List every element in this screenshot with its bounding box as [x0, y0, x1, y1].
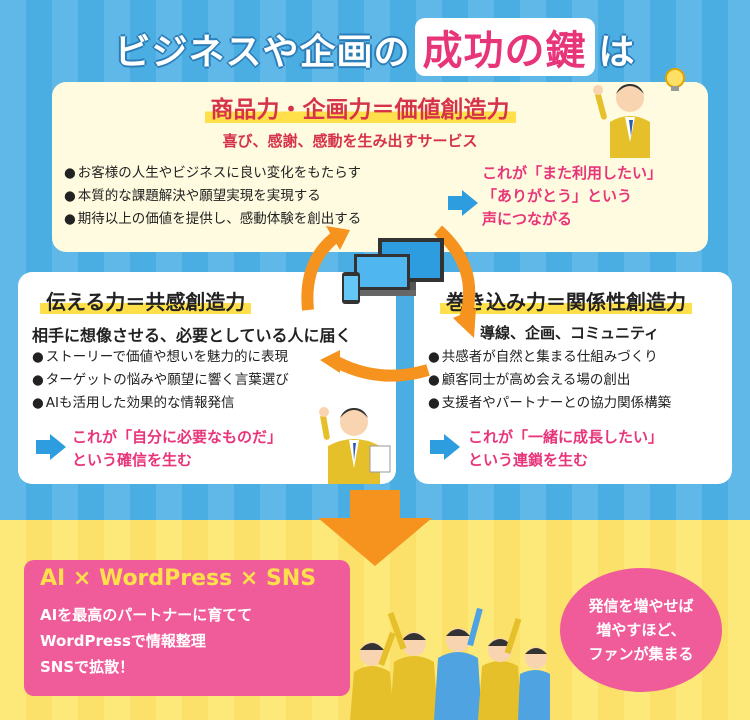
top-panel-result: これが「また利用したい」 「ありがとう」という 声につながる: [482, 164, 663, 228]
list-item: ストーリーで価値や想いを魅力的に表現: [32, 346, 352, 369]
right-panel-heading: 巻き込み力＝関係性創造力: [440, 286, 692, 315]
list-item: AIも活用した効果的な情報発信: [32, 392, 352, 415]
list-item: 期待以上の価値を提供し、感動体験を創出する: [64, 208, 434, 231]
left-panel-bullets: ストーリーで価値や想いを魅力的に表現 ターゲットの悩みや願望に響く言葉選び AI…: [32, 346, 352, 415]
top-panel-bullets: お客様の人生やビジネスに良い変化をもたらす 本質的な課題解決や願望実現を実現する…: [64, 162, 434, 231]
list-item: 顧客同士が高め会える場の創出: [428, 369, 728, 392]
left-panel-heading: 伝える力＝共感創造力: [40, 286, 252, 315]
bottom-box-lines: AIを最高のパートナーに育てて WordPressで情報整理 SNSで拡散！: [40, 606, 253, 676]
arrow-right-icon: [430, 434, 460, 460]
top-panel-heading: 商品力・企画力＝価値創造力: [150, 90, 570, 124]
bottom-message-box: [24, 560, 350, 696]
cycle-arrows-devices-illustration: [301, 225, 476, 382]
arrow-right-icon: [448, 190, 478, 216]
list-item: ターゲットの悩みや願望に響く言葉選び: [32, 369, 352, 392]
list-item: 本質的な課題解決や願望実現を実現する: [64, 185, 434, 208]
bottom-box-title: AI × WordPress × SNS: [40, 566, 317, 591]
left-panel-result: これが「自分に必要なものだ」 という確信を生む: [72, 428, 283, 469]
left-panel-subhead: 相手に想像させる、必要としている人に届く: [32, 326, 352, 345]
cheering-team-illustration: [350, 607, 550, 720]
businessman-idea-illustration: [593, 68, 685, 158]
down-arrow-icon: [318, 490, 432, 566]
right-panel-subhead: 導線、企画、コミュニティ: [480, 324, 660, 342]
list-item: 共感者が自然と集まる仕組みづくり: [428, 346, 728, 369]
right-panel-result: これが「一緒に成長したい」 という連鎖を生む: [468, 428, 664, 469]
top-panel-subhead: 喜び、感謝、感動を生み出すサービス: [222, 132, 478, 150]
list-item: お客様の人生やビジネスに良い変化をもたらす: [64, 162, 434, 185]
arrow-right-icon: [36, 434, 66, 460]
title-highlight: 成功の鍵: [414, 18, 595, 76]
presenter-illustration: [319, 407, 391, 484]
fan-message-circle: 発信を増やせば 増やすほど、 ファンが集まる: [560, 568, 722, 692]
page-title: ビジネスや企画の成功の鍵は: [0, 18, 750, 76]
list-item: 支援者やパートナーとの協力関係構築: [428, 392, 728, 415]
right-panel-bullets: 共感者が自然と集まる仕組みづくり 顧客同士が高め会える場の創出 支援者やパートナ…: [428, 346, 728, 415]
